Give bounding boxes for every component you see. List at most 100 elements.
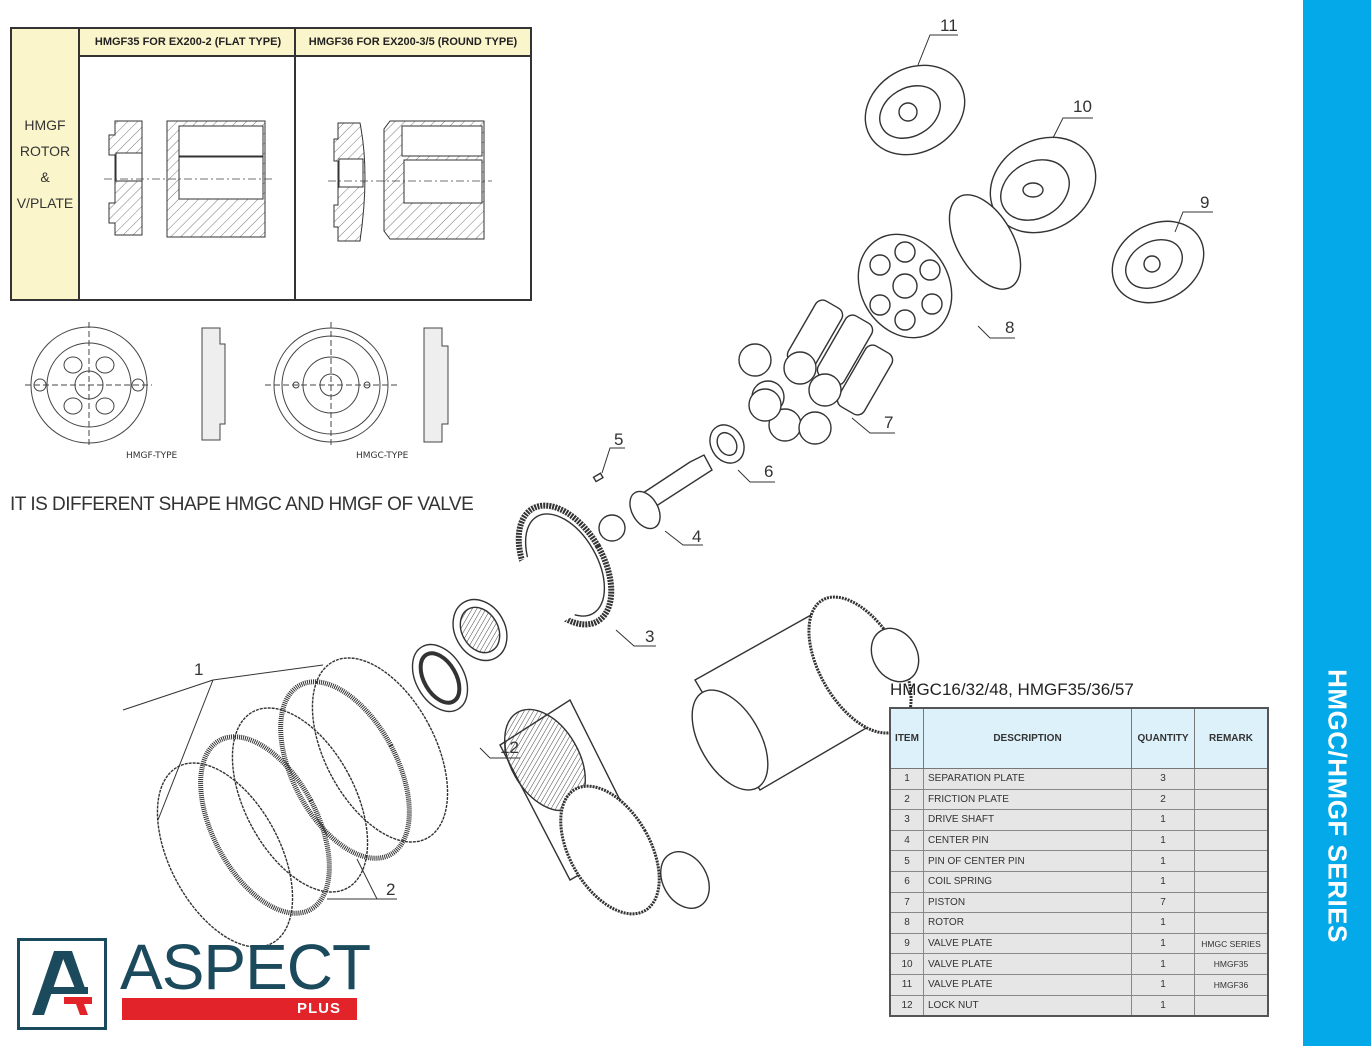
part-pin-5: [592, 472, 604, 483]
part-plates-1-2: [156, 657, 449, 948]
logo-wordmark: ASPECT: [120, 931, 371, 1003]
comparison-header-flat-type: HMGF35 FOR EX200-2 (FLAT TYPE): [80, 29, 296, 57]
leader-line-10: [1052, 117, 1093, 139]
row-item: 2: [889, 788, 924, 811]
leader-line-11: [917, 34, 958, 66]
callout-5: 5: [614, 430, 624, 449]
leader-line-3: [615, 629, 656, 647]
leader-line-4: [664, 530, 703, 546]
row-quantity: 3: [1131, 768, 1195, 790]
assembled-motor-view-upper: [691, 595, 920, 791]
assembled-motor-view-lower: [499, 698, 710, 916]
row-quantity: 7: [1131, 891, 1195, 914]
valve-type-drawings: [25, 322, 449, 448]
row-quantity: 1: [1131, 829, 1195, 852]
leader-line-7: [851, 417, 895, 434]
leader-line-1: [122, 664, 324, 821]
callout-11: 11: [940, 16, 958, 35]
part-coil-spring-6: [709, 424, 745, 464]
series-side-band: HMGC/HMGF SERIES: [1303, 0, 1371, 1046]
header-quantity: QUANTITY: [1131, 707, 1195, 769]
hmgf-valve-front-view: [25, 322, 152, 448]
row-remark: [1194, 870, 1269, 893]
row-quantity: 1: [1131, 809, 1195, 831]
row-quantity: 1: [1131, 932, 1195, 955]
round-valve-plate-section: [333, 122, 366, 242]
row-quantity: 1: [1131, 994, 1195, 1017]
leader-line-5: [601, 447, 625, 474]
callout-4: 4: [692, 527, 702, 546]
row-item: 5: [889, 850, 924, 872]
row-item: 7: [889, 891, 924, 914]
row-quantity: 1: [1131, 953, 1195, 975]
hmgc-valve-front-view: [265, 322, 397, 448]
row-item: 1: [889, 768, 924, 790]
header-remark: REMARK: [1194, 707, 1269, 769]
row-description: FRICTION PLATE: [923, 788, 1132, 811]
logo-plus-bar: PLUS: [122, 998, 357, 1020]
row-remark: [1194, 788, 1269, 811]
part-valve-plate-9: [1111, 220, 1205, 304]
comparison-header-round-type: HMGF36 FOR EX200-3/5 (ROUND TYPE): [296, 29, 530, 57]
logo-plus-text: PLUS: [296, 1000, 341, 1017]
callout-9: 9: [1200, 193, 1210, 212]
callout-3: 3: [645, 627, 655, 646]
row-description: PIN OF CENTER PIN: [923, 850, 1132, 872]
row-remark: HMGC SERIES: [1194, 932, 1269, 955]
leader-line-6: [737, 469, 775, 483]
header-description: DESCRIPTION: [923, 707, 1132, 769]
leader-line-9: [1174, 211, 1213, 233]
leader-line-2: [327, 858, 397, 900]
row-item: 3: [889, 809, 924, 831]
row-item: 12: [889, 994, 924, 1017]
row-item: 11: [889, 973, 924, 996]
exploded-parts-drawing: [122, 34, 1213, 948]
leader-line-8: [977, 325, 1015, 339]
row-quantity: 1: [1131, 973, 1195, 996]
hmgf-type-caption: HMGF-TYPE: [126, 451, 178, 461]
callout-8: 8: [1005, 318, 1015, 337]
hmgf-valve-side-view: [201, 327, 226, 441]
hmgc-valve-side-view: [423, 327, 449, 443]
row-remark: [1194, 850, 1269, 872]
row-description: VALVE PLATE: [923, 953, 1132, 975]
row-description: DRIVE SHAFT: [923, 809, 1132, 831]
row-remark: HMGF35: [1194, 953, 1269, 975]
callout-1: 1: [194, 660, 204, 679]
row-quantity: 1: [1131, 850, 1195, 872]
row-remark: [1194, 809, 1269, 831]
part-rotor-8: [857, 194, 1022, 339]
row-remark: [1194, 891, 1269, 914]
series-title: HMGC/HMGF SERIES: [1322, 669, 1353, 943]
row-item: 9: [889, 932, 924, 955]
row-remark: [1194, 912, 1269, 934]
part-center-pin-4: [598, 454, 713, 542]
row-remark: [1194, 994, 1269, 1017]
callout-6: 6: [764, 462, 774, 481]
row-item: 10: [889, 953, 924, 975]
leader-line-12: [479, 747, 520, 759]
comparison-column-divider: [294, 29, 296, 299]
part-pistons-7: [738, 299, 894, 445]
side-label-line: V/PLATE: [16, 195, 74, 211]
row-item: 6: [889, 870, 924, 893]
callout-7: 7: [884, 413, 894, 432]
callout-10: 10: [1073, 97, 1092, 116]
part-lock-nut-12: [411, 643, 469, 713]
side-label-line: ROTOR: [19, 143, 71, 159]
header-item: ITEM: [889, 707, 924, 769]
callout-2: 2: [386, 880, 396, 899]
rotor-valve-plate-comparison-table: HMGF ROTOR & V/PLATE HMGF35 FOR EX200-2 …: [10, 27, 532, 301]
